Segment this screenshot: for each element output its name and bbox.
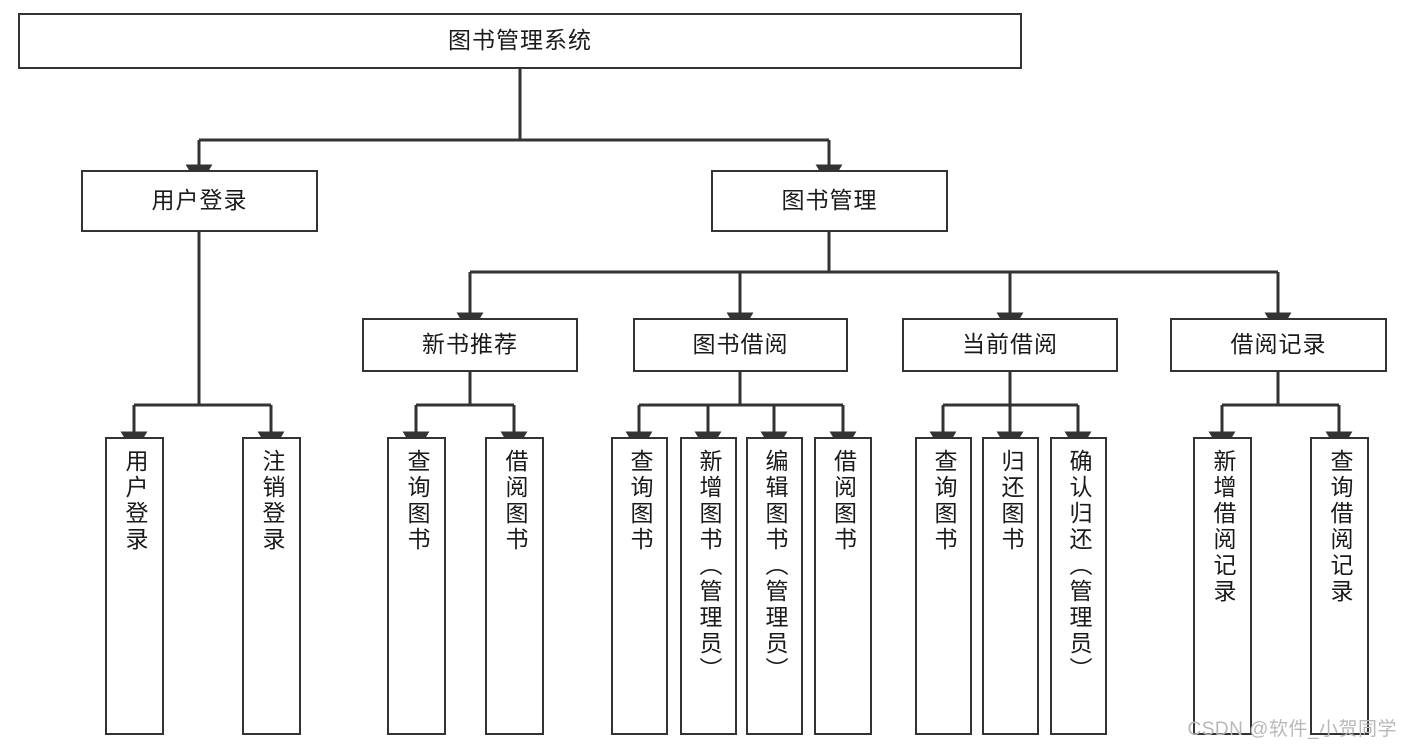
node-leaf-query-book-a-label: 查询图书 [404,449,430,553]
node-root-label: 图书管理系统 [448,27,592,54]
node-user-login[interactable]: 用户登录 [81,170,318,232]
node-leaf-add-book-admin-label: 新增图书（管理员） [696,449,722,683]
node-leaf-borrow-book-a-label: 借阅图书 [502,449,528,553]
node-leaf-confirm-return-admin[interactable]: 确认归还（管理员） [1050,437,1107,735]
node-leaf-return-book-label: 归还图书 [998,449,1024,553]
node-leaf-query-book-a[interactable]: 查询图书 [387,437,446,735]
node-leaf-query-book-c[interactable]: 查询图书 [915,437,972,735]
node-leaf-add-borrow-record[interactable]: 新增借阅记录 [1193,437,1252,735]
node-leaf-user-login-label: 用户登录 [122,449,148,553]
node-root[interactable]: 图书管理系统 [18,13,1022,69]
node-leaf-query-borrow-record-label: 查询借阅记录 [1327,449,1353,605]
node-leaf-logout-label: 注销登录 [259,449,285,553]
node-leaf-borrow-book-b-label: 借阅图书 [830,449,857,553]
node-book-management-label: 图书管理 [781,187,878,214]
node-leaf-query-book-b-label: 查询图书 [627,449,653,553]
node-leaf-borrow-book-a[interactable]: 借阅图书 [485,437,544,735]
node-leaf-add-borrow-record-label: 新增借阅记录 [1210,449,1236,605]
connector-lines [120,69,1353,454]
node-leaf-confirm-return-admin-label: 确认归还（管理员） [1066,449,1092,683]
node-leaf-borrow-book-b[interactable]: 借阅图书 [814,437,872,735]
node-leaf-query-book-c-label: 查询图书 [931,449,957,553]
node-new-book-recommendation[interactable]: 新书推荐 [362,318,578,372]
node-current-borrowing-label: 当前借阅 [962,331,1058,358]
node-leaf-edit-book-admin[interactable]: 编辑图书（管理员） [746,437,803,735]
node-leaf-query-book-b[interactable]: 查询图书 [611,437,668,735]
node-new-book-recommendation-label: 新书推荐 [422,331,518,358]
node-user-login-label: 用户登录 [151,187,248,214]
node-borrowing-record[interactable]: 借阅记录 [1170,318,1387,372]
node-book-borrowing-label: 图书借阅 [692,331,789,358]
node-book-management[interactable]: 图书管理 [711,170,948,232]
node-current-borrowing[interactable]: 当前借阅 [902,318,1118,372]
node-leaf-user-login[interactable]: 用户登录 [105,437,164,735]
node-leaf-logout[interactable]: 注销登录 [242,437,301,735]
node-leaf-edit-book-admin-label: 编辑图书（管理员） [762,449,788,683]
node-leaf-query-borrow-record[interactable]: 查询借阅记录 [1310,437,1369,735]
node-book-borrowing[interactable]: 图书借阅 [633,318,848,372]
node-leaf-return-book[interactable]: 归还图书 [982,437,1039,735]
node-borrowing-record-label: 借阅记录 [1230,331,1327,358]
watermark: CSDN @软件_小贺同学 [1187,719,1397,740]
node-leaf-add-book-admin[interactable]: 新增图书（管理员） [680,437,737,735]
